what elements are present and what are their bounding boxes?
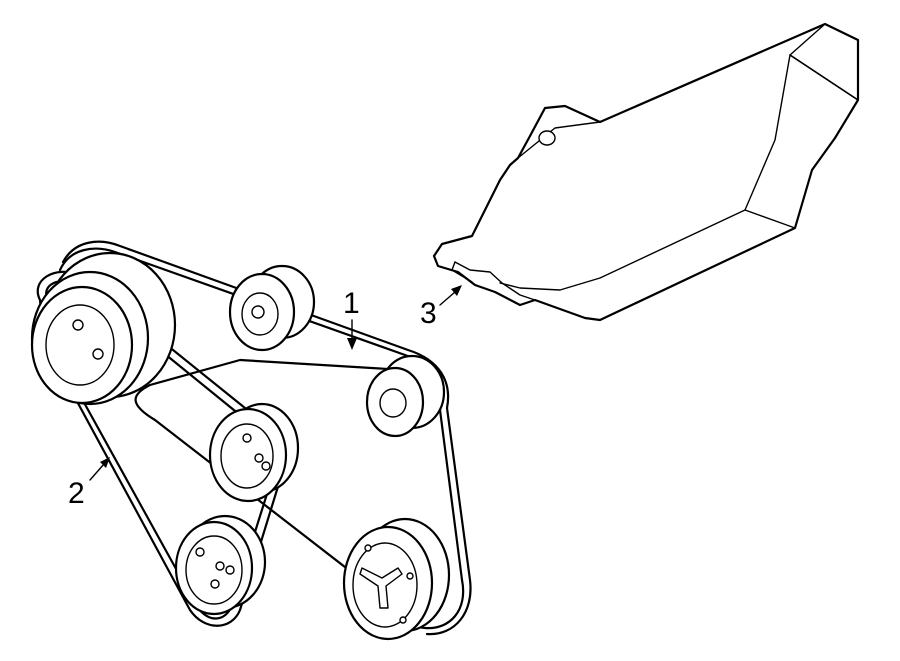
pulley-idler-top[interactable] — [228, 264, 316, 352]
pulley-middle[interactable] — [208, 402, 300, 503]
belt-cover-shield[interactable] — [432, 22, 860, 322]
callout-3-label: 3 — [420, 297, 437, 330]
serpentine-belt-upper[interactable] — [58, 240, 472, 636]
pulley-tensioner[interactable] — [365, 354, 446, 438]
pulley-lower-right[interactable] — [342, 517, 451, 641]
callout-1-label: 1 — [343, 287, 360, 320]
pulley-lower-left[interactable] — [174, 514, 267, 616]
callout-2-label: 2 — [68, 477, 85, 510]
callout-1: 1 — [343, 287, 360, 350]
callout-3: 3 — [420, 285, 462, 330]
pulley-crankshaft[interactable] — [30, 251, 177, 406]
callout-2: 2 — [68, 457, 110, 510]
